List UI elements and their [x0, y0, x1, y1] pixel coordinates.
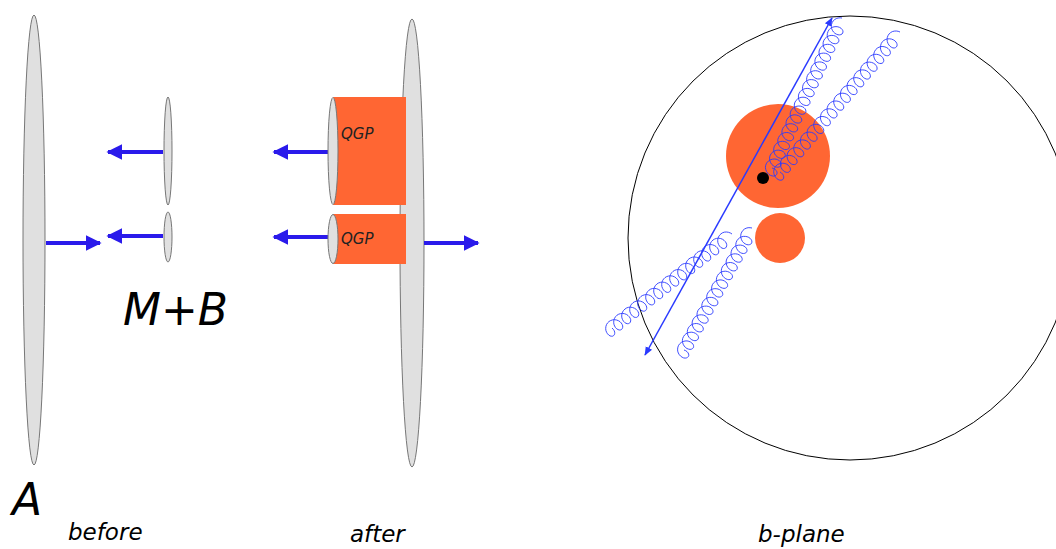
nuclei-name: M+B — [123, 288, 228, 332]
gluon-coil — [678, 228, 752, 358]
cylinder-body — [333, 214, 406, 264]
nucleus-b — [164, 212, 172, 262]
qgp-cylinder: QGP — [326, 214, 406, 264]
gluon-coil — [765, 18, 843, 176]
nucleus-m — [164, 97, 172, 205]
velocity-arrow — [274, 150, 330, 154]
stage-label: after — [350, 523, 405, 546]
velocity-arrow — [424, 241, 478, 245]
velocity-arrow — [108, 150, 163, 154]
velocity-arrow — [108, 234, 163, 238]
hard-vertex — [757, 172, 769, 184]
cylinder-face — [328, 215, 338, 264]
node-label: QGP — [341, 127, 373, 142]
cylinder-body — [333, 97, 406, 205]
cylinder-shape — [326, 97, 406, 205]
jet-axis — [645, 18, 832, 355]
velocity-arrow — [46, 241, 100, 245]
stage-label: before — [68, 521, 143, 544]
nucleus-a — [23, 15, 45, 465]
velocity-arrow — [274, 235, 330, 239]
gluon-coil — [774, 31, 900, 180]
qgp-cylinder: QGP — [326, 97, 406, 205]
cylinder-face — [328, 98, 338, 205]
qgp-spot — [726, 104, 830, 208]
nucleus-outline — [628, 16, 1056, 460]
nucleus-name: A — [12, 478, 42, 522]
plane-label: b-plane — [758, 523, 845, 546]
qgp-spot — [755, 213, 805, 263]
node-label: QGP — [341, 232, 373, 247]
